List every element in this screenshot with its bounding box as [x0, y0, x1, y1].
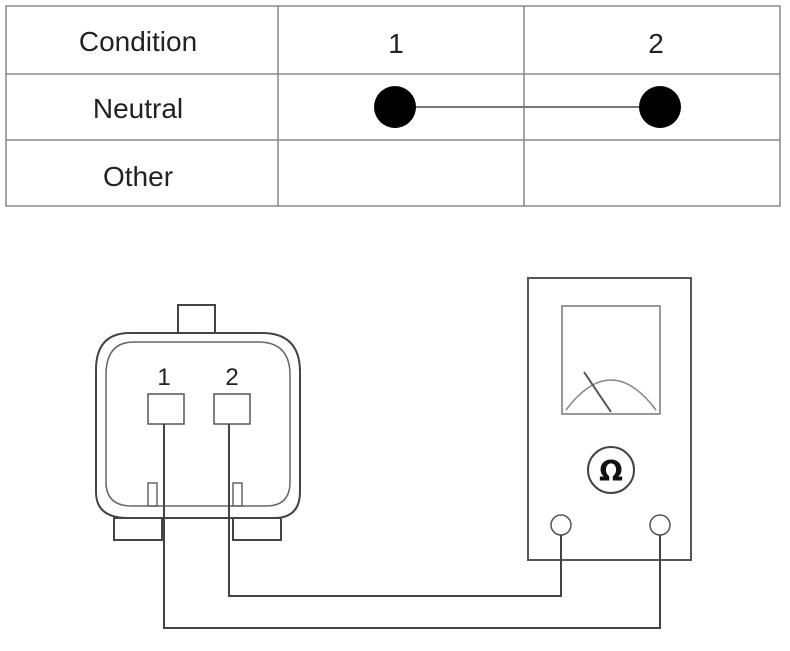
connector-foot [113, 517, 163, 541]
connector-slot [232, 482, 243, 507]
continuity-dot [639, 86, 681, 128]
row-condition-label: Neutral [93, 93, 183, 124]
continuity-dot [374, 86, 416, 128]
table-border [5, 5, 781, 207]
continuity-table: Condition 1 2 Neutral Other [5, 5, 781, 207]
connector-lock-tab [177, 304, 216, 333]
test-leads [163, 424, 661, 629]
pin-2-terminal [213, 393, 251, 425]
ohm-symbol: Ω [599, 455, 623, 488]
test-lead-pin-2 [228, 424, 562, 597]
connector: 1 2 [95, 304, 301, 541]
meter-needle [583, 371, 612, 413]
test-lead-pin-1 [163, 424, 661, 629]
meter-jack-left [550, 514, 572, 536]
meter-jack-right [649, 514, 671, 536]
header-pin-2: 2 [648, 28, 664, 59]
pin-1-terminal [147, 393, 185, 425]
connector-inner-outline [105, 341, 291, 507]
ohmmeter: Ω [527, 277, 692, 561]
meter-scale-arc [565, 379, 657, 411]
header-pin-1: 1 [388, 28, 404, 59]
connector-housing [95, 332, 301, 519]
ohmmeter-icon [587, 446, 635, 494]
pin-2-label: 2 [225, 364, 238, 391]
connector-slot [147, 482, 158, 507]
pin-1-label: 1 [157, 364, 170, 391]
header-condition: Condition [79, 26, 197, 57]
connector-foot [232, 517, 282, 541]
row-condition-label: Other [103, 161, 173, 192]
